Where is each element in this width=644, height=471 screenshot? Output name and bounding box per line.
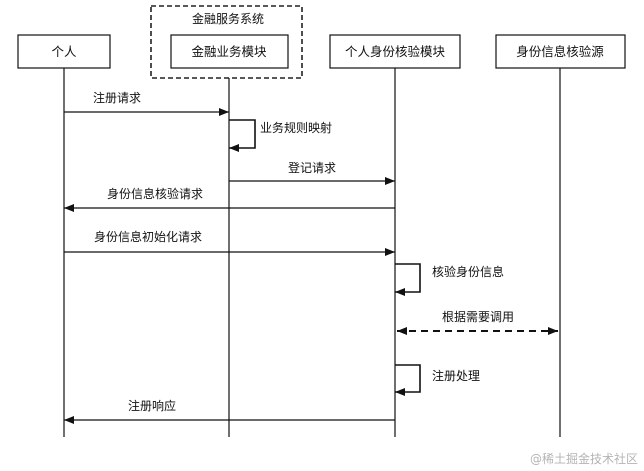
message-label: 注册处理 [432, 368, 480, 383]
self-call-arrow [229, 119, 256, 152]
participant-identity-source: 身份信息核验源 [495, 34, 626, 69]
participant-label: 身份信息核验源 [516, 44, 604, 59]
message-label: 注册响应 [128, 398, 176, 413]
message-label: 业务规则映射 [260, 120, 332, 135]
message-label: 注册请求 [93, 90, 141, 105]
participant-label: 金融业务模块 [191, 44, 267, 59]
message-label: 核验身份信息 [432, 264, 504, 279]
participant-label: 个人 [51, 44, 77, 59]
watermark-text: @稀土掘金技术社区 [530, 451, 638, 466]
self-call-arrow [395, 364, 421, 396]
participant-person: 个人 [17, 34, 111, 69]
message-identity-initialization-request: 身份信息初始化请求 [64, 229, 395, 256]
participant-box [17, 34, 111, 69]
message-identity-verification-request: 身份信息核验请求 [64, 186, 395, 212]
self-call-verify-identity: 核验身份信息 [395, 263, 504, 296]
self-call-business-rule-mapping: 业务规则映射 [229, 119, 332, 152]
message-enrollment-request: 登记请求 [229, 160, 395, 185]
message-call-as-needed: 根据需要调用 [397, 310, 558, 335]
message-register-request: 注册请求 [64, 90, 229, 116]
participant-box [329, 34, 461, 69]
message-label: 登记请求 [288, 160, 336, 175]
message-label: 身份信息初始化请求 [94, 229, 202, 244]
participant-finance-business-module: 金融业务模块 [170, 34, 289, 69]
system-group-border [150, 5, 303, 79]
participant-box [170, 34, 289, 69]
system-group-label: 金融服务系统 [192, 11, 264, 26]
message-label: 身份信息核验请求 [107, 186, 203, 201]
message-label: 根据需要调用 [442, 310, 514, 324]
system-group: 金融服务系统 [150, 5, 303, 79]
self-call-arrow [395, 263, 421, 296]
participant-identity-verification-module: 个人身份核验模块 [329, 34, 461, 69]
participant-label: 个人身份核验模块 [345, 44, 446, 59]
self-call-registration-processing: 注册处理 [395, 364, 480, 396]
message-register-response: 注册响应 [64, 398, 395, 424]
